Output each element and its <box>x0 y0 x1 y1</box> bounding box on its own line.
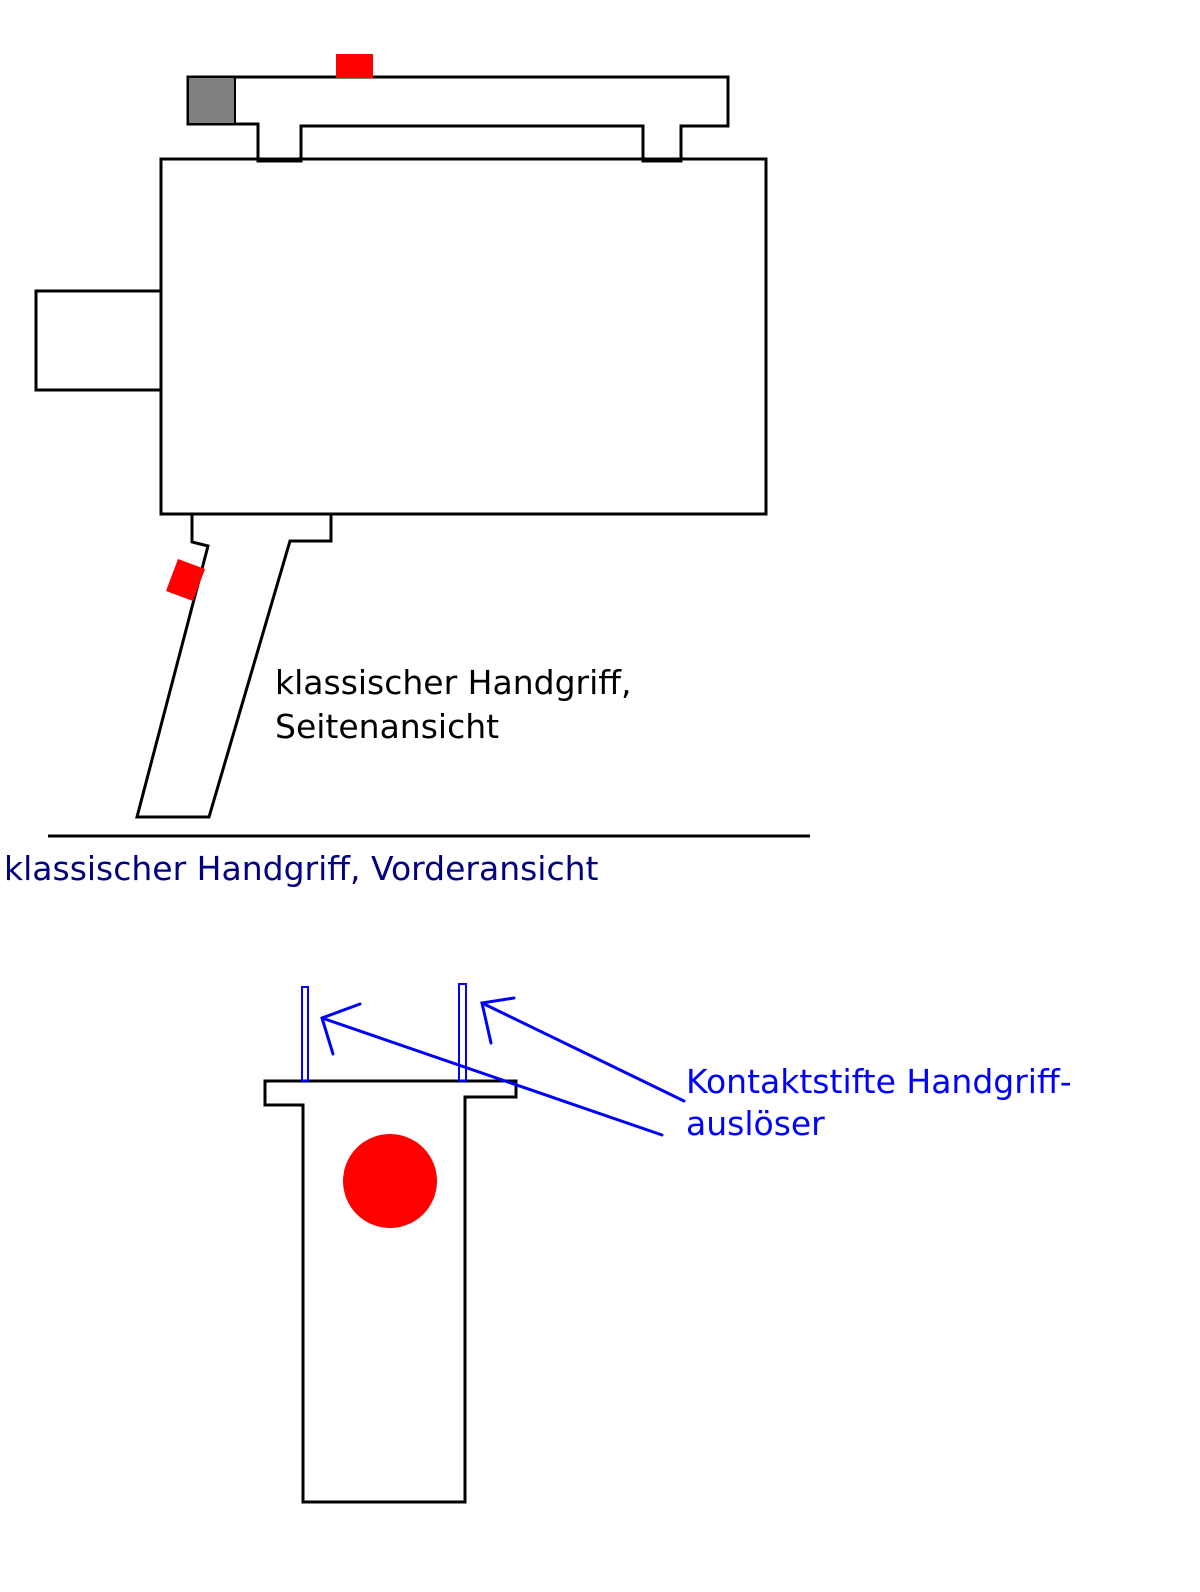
arrow-right-head <box>480 996 516 1045</box>
grey-block <box>187 76 236 125</box>
top-carry-handle <box>186 75 730 163</box>
side-trigger-button <box>166 559 205 601</box>
pins-caption-line2: auslöser <box>686 1104 825 1143</box>
side-grip <box>135 512 333 819</box>
svg-text:Kontaktstifte Handgriff-: Kontaktstifte Handgriff- <box>686 1062 1072 1101</box>
top-trigger-button <box>336 54 373 78</box>
svg-text:Seitenansicht: Seitenansicht <box>275 707 499 746</box>
side-view-caption-line2: Seitenansicht <box>275 707 499 746</box>
arrow-right-shaft <box>480 1001 686 1103</box>
pins-caption-line1: Kontaktstifte Handgriff- <box>686 1062 1072 1101</box>
camera-side-view <box>34 75 768 819</box>
svg-text:auslöser: auslöser <box>686 1104 825 1143</box>
side-view-caption-line1: klassischer Handgriff, <box>275 663 631 702</box>
contact-pin-right <box>458 983 467 1082</box>
svg-text:klassischer Handgriff, Vordera: klassischer Handgriff, Vorderansicht <box>4 849 599 888</box>
camera-body <box>159 157 768 516</box>
front-view-caption: klassischer Handgriff, Vorderansicht <box>4 849 599 888</box>
svg-text:klassischer Handgriff,: klassischer Handgriff, <box>275 663 631 702</box>
annotation-arrows <box>320 996 686 1137</box>
front-trigger-button <box>343 1134 437 1228</box>
arrow-left-head <box>320 1002 362 1056</box>
contact-pin-left <box>301 986 309 1082</box>
camera-lens <box>34 289 163 392</box>
arrow-left-shaft <box>320 1016 664 1137</box>
